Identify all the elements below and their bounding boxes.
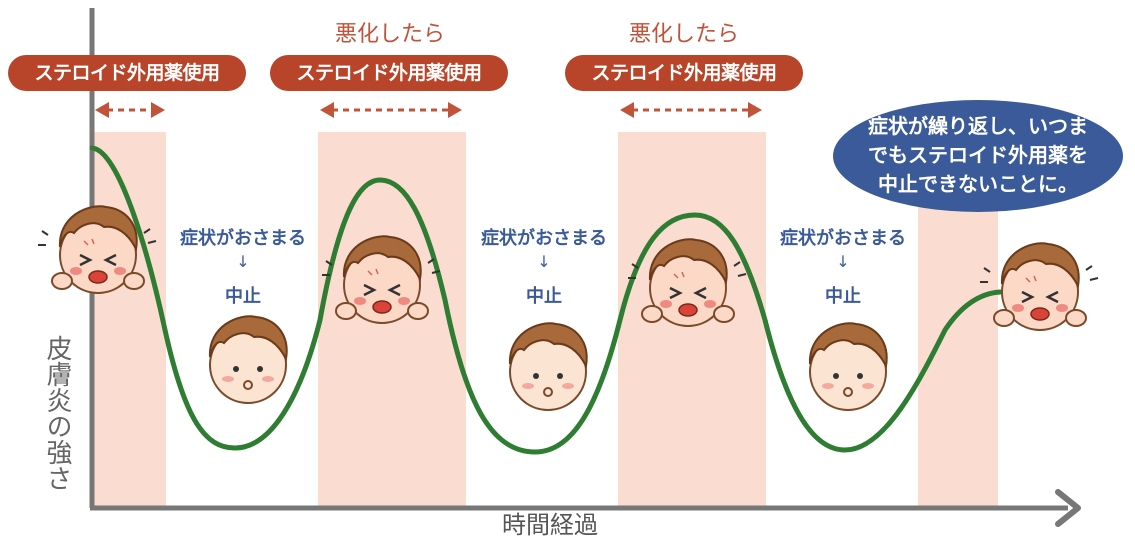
bubble-line-1: 症状が繰り返し、いつま: [868, 114, 1088, 138]
calm-child-face-icon: [208, 315, 288, 404]
steroid-use-pill: ステロイド外用薬使用: [8, 55, 246, 91]
bubble-line-3: 中止できないことに。: [878, 172, 1078, 196]
worse-label: 悪化したら: [628, 22, 739, 47]
stop-label: 中止: [825, 286, 861, 307]
down-arrow-icon: ↓: [836, 252, 850, 271]
relief-label: 症状がおさまる: [180, 228, 306, 249]
stop-label: 中止: [526, 286, 562, 307]
bubble-line-2: でもステロイド外用薬を: [868, 143, 1088, 167]
x-axis-arrowhead: [1055, 489, 1081, 527]
stop-label: 中止: [225, 286, 261, 307]
double-arrow-icon: [95, 102, 165, 118]
y-axis-label: 皮膚炎の強さ: [42, 335, 72, 491]
treatment-band: [94, 132, 166, 506]
down-arrow-icon: ↓: [537, 252, 551, 271]
severity-curve: [89, 145, 1003, 455]
steroid-use-pill: ステロイド外用薬使用: [270, 55, 508, 91]
x-axis-label: 時間経過: [502, 511, 598, 539]
usage-arrows: [95, 102, 762, 118]
down-arrow-icon: ↓: [236, 252, 250, 271]
steroid-use-pill: ステロイド外用薬使用: [565, 55, 803, 91]
calm-child-face-icon: [508, 322, 588, 411]
calm-child-face-icon: [808, 322, 888, 411]
double-arrow-icon: [320, 102, 462, 118]
conclusion-bubble: 症状が繰り返し、いつま でもステロイド外用薬を 中止できないことに。: [833, 100, 1123, 212]
relief-label: 症状がおさまる: [481, 228, 607, 249]
worse-label: 悪化したら: [334, 22, 445, 47]
double-arrow-icon: [620, 102, 762, 118]
relief-label: 症状がおさまる: [780, 228, 906, 249]
